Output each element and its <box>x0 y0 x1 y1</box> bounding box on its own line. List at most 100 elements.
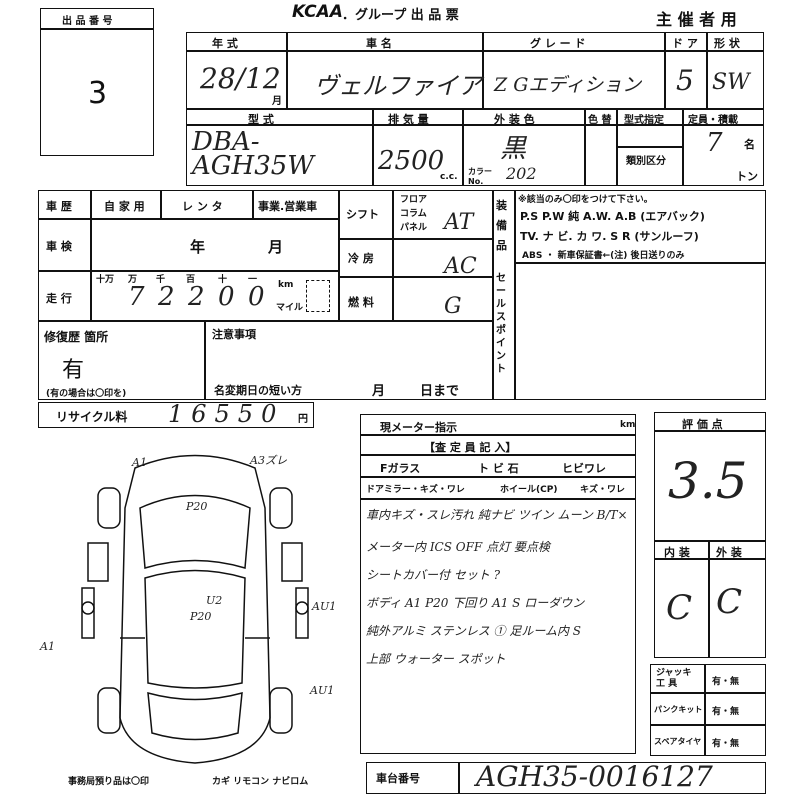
inspector-note: メーター内 ICS OFF 点灯 要点検 <box>366 540 550 554</box>
name-change-day: 日まで <box>420 384 460 399</box>
unit-10k: 万 <box>128 275 138 285</box>
unit-100k: 十万 <box>96 275 115 285</box>
class-label: 類別区分 <box>626 156 666 167</box>
repair-value: 有 <box>62 358 85 383</box>
extras-box <box>650 664 766 756</box>
mirror-label: ドアミラー・キズ・ワレ <box>366 485 465 495</box>
year-label: 年 式 <box>212 37 238 50</box>
jack-value: 有・無 <box>712 677 740 687</box>
history-private: 自 家 用 <box>104 200 145 213</box>
car-damage-diagram <box>81 454 309 764</box>
mileage-digit: 7 <box>128 282 145 312</box>
year-value: 28/12 <box>200 62 281 95</box>
interior-label: 内 装 <box>664 546 690 559</box>
name-change-label: 名変期日の短い方 <box>214 384 302 397</box>
wheel-label: ホイール(CP) <box>500 485 558 495</box>
shape-value: SW <box>712 70 750 95</box>
mileage-digit: 0 <box>218 282 235 312</box>
shift-panel: パネル <box>400 223 428 233</box>
exterior-color-value: 黒 <box>500 134 527 164</box>
history-rental: レ ン タ <box>182 200 223 213</box>
recycle-box <box>38 402 314 428</box>
equipment-note: ※該当のみ〇印をつけて下さい。 <box>518 195 653 205</box>
exterior-label: 外 装 <box>716 546 742 559</box>
door-label: ド ア <box>672 37 698 50</box>
host-label: 主 催 者 用 <box>656 10 737 29</box>
name-change-month: 月 <box>372 384 386 399</box>
mileage-label: 走 行 <box>46 292 72 305</box>
score-value: 3.5 <box>668 452 748 510</box>
recycle-label: リサイクル料 <box>56 410 128 424</box>
history-label: 車 歴 <box>46 200 72 213</box>
mile-label: マイル <box>276 303 304 313</box>
office-items: カギ リモコン ナビロム <box>212 777 309 787</box>
unit-1: 一 <box>248 275 258 285</box>
interior-grade: C <box>666 588 693 628</box>
exterior-grade: C <box>716 582 743 622</box>
brand: KCAA <box>292 2 343 22</box>
lot-number-header: 出 品 番 号 <box>62 16 113 27</box>
model-label: 型 式 <box>248 113 274 126</box>
recycle-unit: 円 <box>298 414 308 425</box>
unit-1k: 千 <box>156 275 166 285</box>
color-change-label: 色 替 <box>588 115 612 126</box>
mileage-digit-grid: 十万 万 千 百 十 一 7 2 2 0 0 km マイル <box>90 270 338 320</box>
fglass-label: Fガラス <box>380 462 421 475</box>
repair-label: 修復歴 箇所 <box>44 330 109 344</box>
inspector-note: シートカバー付 セット ? <box>366 568 501 582</box>
inspector-note: 純外アルミ ステンレス ① 足ルーム内 S <box>366 624 581 638</box>
damage-mark: AU1 <box>310 684 335 697</box>
shift-column: コラム <box>400 209 427 219</box>
unit-100: 百 <box>186 275 196 285</box>
fuel-value: G <box>444 294 462 319</box>
km-label: km <box>278 280 294 290</box>
equipment-line2: TV. ナ ビ. カ ワ. S R (サンルーフ) <box>520 230 699 243</box>
damage-mark: P20 <box>190 610 212 623</box>
meter-unit: km <box>620 420 636 430</box>
meter-label: 現メーター指示 <box>380 421 457 434</box>
shift-floor: フロア <box>400 195 428 205</box>
inspection-month: 月 <box>268 238 284 256</box>
score-label: 評 価 点 <box>682 418 723 431</box>
grade-label: グ レ ー ド <box>530 37 586 50</box>
notes-label: 注意事項 <box>212 328 256 341</box>
color-number-value: 202 <box>506 164 537 183</box>
model-value: DBA-AGH35W <box>192 127 315 181</box>
cc-unit: c.c. <box>440 172 458 182</box>
inspector-note: 車内キズ・スレ汚れ 純ナビ ツイン ムーン B/T× <box>366 508 628 522</box>
damage-mark: A1 <box>132 456 147 469</box>
inspection-label: 車 検 <box>46 240 72 253</box>
puncture-kit-value: 有・無 <box>712 707 740 717</box>
mileage-digit: 0 <box>248 282 265 312</box>
crack-label: ヒビワレ <box>562 462 606 475</box>
stone-chip-label: ト ビ 石 <box>478 462 519 475</box>
score-box <box>654 412 766 658</box>
damage-mark: A3ズレ <box>250 454 287 467</box>
lot-number: 3 <box>88 76 108 111</box>
mile-checkbox <box>306 280 330 312</box>
shift-label: シフト <box>346 208 379 221</box>
inspector-note: ボディ A1 P20 下回り A1 S ローダウン <box>366 596 585 610</box>
chassis-value: AGH35-0016127 <box>476 760 713 793</box>
inspector-header: 【査 定 員 記 入】 <box>424 441 517 454</box>
seat-unit: 名 <box>744 138 755 151</box>
equipment-line3: ABS ・ 新車保証書←(注) 後日送りのみ <box>522 251 685 261</box>
repair-note: (有の場合は〇印を) <box>46 389 127 399</box>
equipment-label: 装備品 <box>496 199 507 252</box>
inspection-year: 年 <box>190 238 206 256</box>
mileage-digit: 2 <box>158 282 175 312</box>
condition-table <box>38 190 766 400</box>
office-note: 事務局預り品は〇印 <box>68 777 150 787</box>
fuel-label: 燃 料 <box>348 296 374 309</box>
month-mark: 月 <box>272 96 282 107</box>
car-name-value: ヴェルファイア <box>314 72 482 100</box>
color-label: 外 装 色 <box>494 113 535 126</box>
equipment-line1: P.S P.W 純 A.W. A.B (エアバック) <box>520 210 705 223</box>
door-value: 5 <box>676 64 694 97</box>
damage-mark: P20 <box>186 500 208 513</box>
grade-value: Z Gエディション <box>494 74 642 96</box>
ton-unit: トン <box>736 170 758 183</box>
damage-mark: A1 <box>40 640 55 653</box>
chassis-box <box>366 762 766 794</box>
type-spec-label: 型式指定 <box>624 115 664 126</box>
